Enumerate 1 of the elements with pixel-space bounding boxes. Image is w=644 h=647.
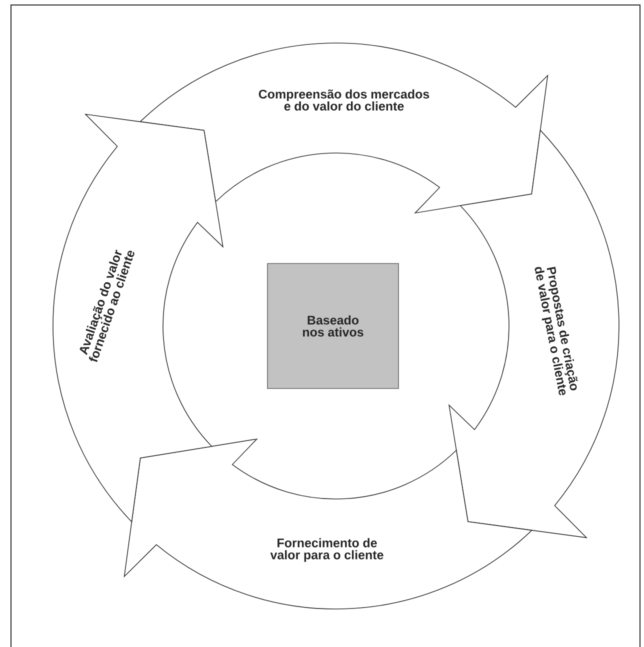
center-box: Baseado nos ativos [267, 263, 399, 389]
